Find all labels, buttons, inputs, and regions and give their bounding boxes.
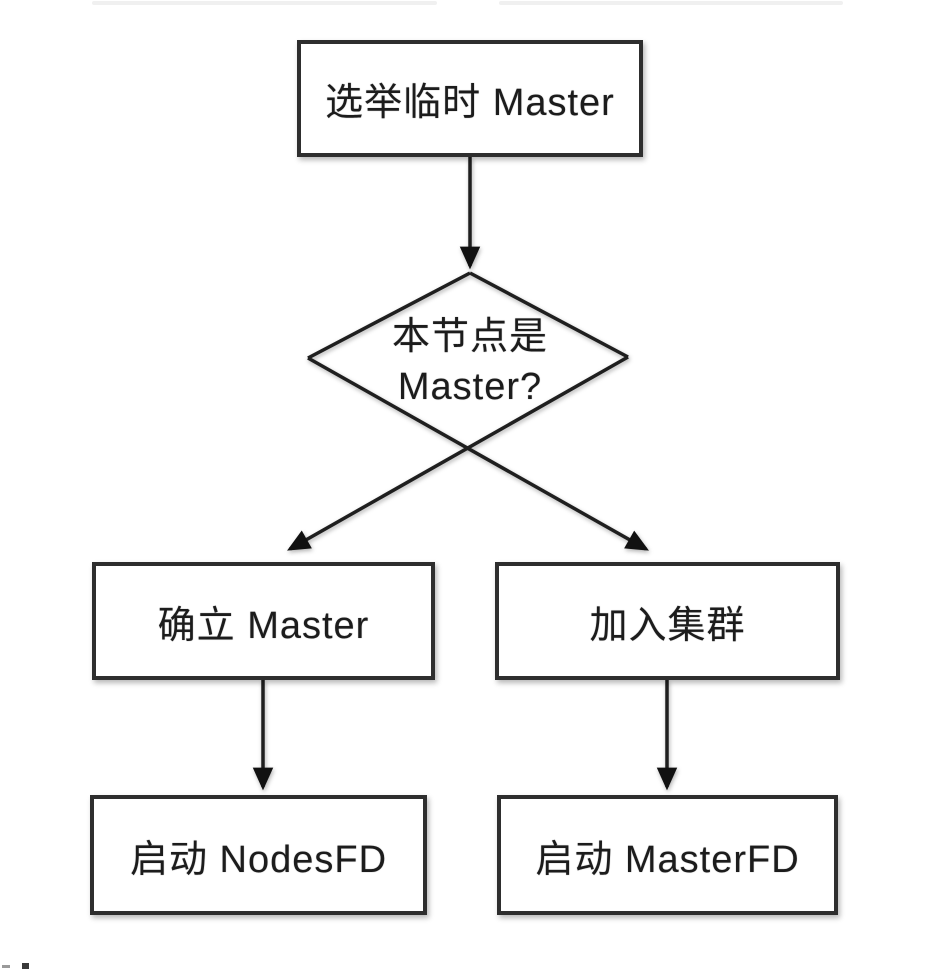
node-start-masterfd: 启动 MasterFD xyxy=(497,795,838,915)
node-join-cluster: 加入集群 xyxy=(495,562,840,680)
node-start-nodesfd: 启动 NodesFD xyxy=(90,795,427,915)
cropped-shape-edge-right xyxy=(499,1,843,5)
node-start-masterfd-label: 启动 MasterFD xyxy=(535,838,800,881)
node-elect-temp-master: 选举临时 Master xyxy=(297,40,643,157)
node-establish-master-label: 确立 Master xyxy=(157,604,370,647)
decision-diamond-edge-right xyxy=(469,271,629,359)
node-is-node-master-label-line1: 本节点是 xyxy=(391,316,548,358)
edge-decision-to-establish-master xyxy=(287,355,629,551)
node-join-cluster-label: 加入集群 xyxy=(589,604,746,647)
decision-diamond-edge-left xyxy=(307,271,471,360)
cut-off-caption-fragment xyxy=(22,963,29,969)
node-is-node-master: 本节点是 Master? xyxy=(330,312,610,412)
cut-off-caption-fragment xyxy=(2,965,10,968)
node-establish-master: 确立 Master xyxy=(92,562,435,680)
node-start-nodesfd-label: 启动 NodesFD xyxy=(129,838,388,881)
edge-decision-to-join-cluster xyxy=(307,356,649,551)
node-is-node-master-label-line2: Master? xyxy=(397,366,543,408)
cropped-shape-edge-left xyxy=(92,1,437,5)
node-elect-temp-master-label: 选举临时 Master xyxy=(325,82,615,124)
